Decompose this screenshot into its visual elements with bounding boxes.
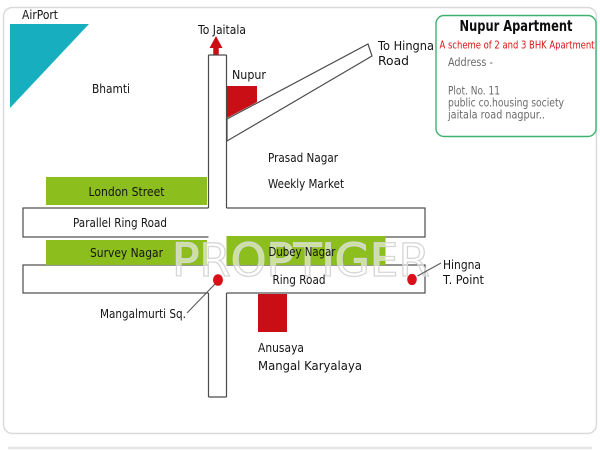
hingna-leader-line: [417, 262, 442, 277]
address-line-2: public co.housing society: [448, 96, 564, 110]
bhamti-label: Bhamti: [92, 81, 130, 96]
mangalmurti-label: Mangalmurti Sq.: [100, 306, 186, 321]
info-box-subtitle: A scheme of 2 and 3 BHK Apartment: [440, 40, 595, 52]
jaitala-arrow-icon: [209, 36, 223, 55]
address-line-3: jaitala road nagpur..: [447, 108, 545, 122]
nupur-label: Nupur: [232, 67, 267, 82]
hingna-t-point-label-line1: Hingna: [443, 257, 481, 272]
mangalmurti-dot: [213, 274, 223, 286]
info-box: [435, 14, 597, 138]
survey-nagar-label: Survey Nagar: [90, 245, 164, 260]
to-jaitala-label: To Jaitala: [197, 22, 246, 37]
weekly-market-label: Weekly Market: [268, 176, 344, 191]
address-label: Address -: [448, 55, 493, 69]
airport-label: AirPort: [22, 7, 58, 22]
watermark-text: PROPTIGER: [172, 234, 430, 287]
london-street-label: London Street: [89, 184, 165, 199]
ring-road-label: Ring Road: [273, 272, 326, 287]
anusaya-building-marker: [258, 294, 287, 332]
mangalmurti-leader-line: [186, 283, 216, 314]
london-street-block: [46, 177, 207, 205]
address-line-1: Plot. No. 11: [448, 84, 500, 98]
hingna-t-point-dot: [407, 273, 417, 286]
anusaya-label-line2: Mangal Karyalaya: [258, 358, 362, 373]
to-hingna-road-label-line2: Road: [378, 53, 409, 68]
prasad-nagar-label: Prasad Nagar: [268, 150, 339, 165]
airport-triangle: [10, 24, 89, 108]
info-box-title: Nupur Apartment: [460, 17, 573, 35]
jaitala-road-outline: [207, 54, 228, 398]
dubey-nagar-block: [226, 236, 386, 265]
hingna-t-point-label-line2: T. Point: [442, 272, 484, 287]
survey-nagar-block: [46, 240, 207, 265]
dubey-nagar-label: Dubey Nagar: [269, 244, 337, 259]
nupur-building-marker: [227, 86, 257, 118]
anusaya-label-line1: Anusaya: [258, 340, 304, 355]
parallel-ring-road-label: Parallel Ring Road: [73, 215, 167, 230]
to-hingna-road-label-line1: To Hingna: [377, 38, 434, 53]
jaitala-road: [208, 55, 227, 397]
